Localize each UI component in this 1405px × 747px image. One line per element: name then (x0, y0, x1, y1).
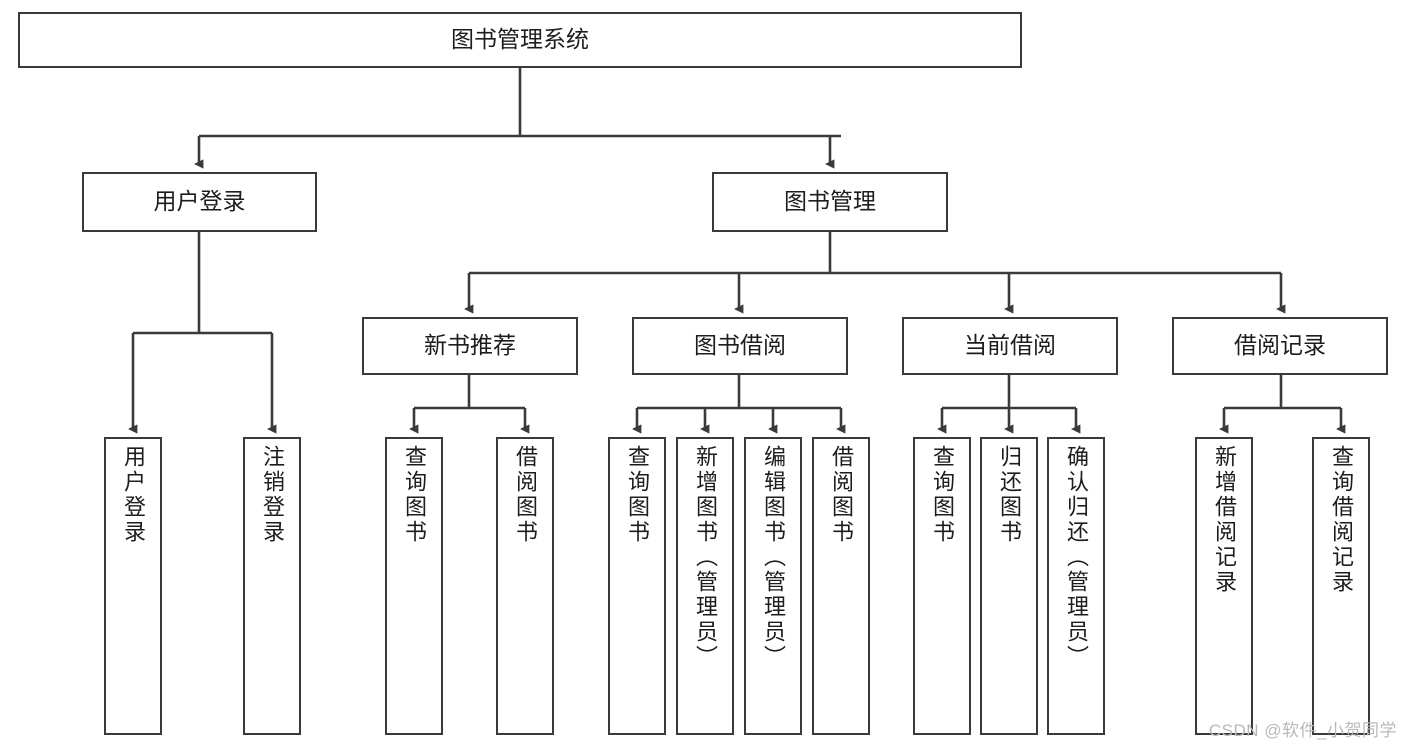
leaf-user-login-logout[interactable]: 注销登录 (243, 437, 301, 735)
node-new-book-recommend[interactable]: 新书推荐 (362, 317, 578, 375)
node-label: 确认归还（管理员） (1064, 445, 1089, 670)
leaf-book-borrow-borrow-book[interactable]: 借阅图书 (812, 437, 870, 735)
node-book-management[interactable]: 图书管理 (712, 172, 948, 232)
leaf-new-book-query-book[interactable]: 查询图书 (385, 437, 443, 735)
leaf-borrow-record-query-record[interactable]: 查询借阅记录 (1312, 437, 1370, 735)
leaf-current-borrow-query-book[interactable]: 查询图书 (913, 437, 971, 735)
node-label: 图书借阅 (694, 332, 786, 359)
node-label: 图书管理系统 (451, 26, 589, 53)
node-label: 查询图书 (625, 445, 650, 545)
node-label: 借阅图书 (829, 445, 854, 545)
node-label: 归还图书 (997, 445, 1022, 545)
node-user-login[interactable]: 用户登录 (82, 172, 317, 232)
node-borrow-record[interactable]: 借阅记录 (1172, 317, 1388, 375)
leaf-current-borrow-confirm-return-admin[interactable]: 确认归还（管理员） (1047, 437, 1105, 735)
node-label: 用户登录 (153, 188, 246, 215)
leaf-current-borrow-return-book[interactable]: 归还图书 (980, 437, 1038, 735)
node-label: 用户登录 (121, 445, 146, 545)
leaf-book-borrow-edit-book-admin[interactable]: 编辑图书（管理员） (744, 437, 802, 735)
node-label: 新书推荐 (424, 332, 516, 359)
leaf-book-borrow-add-book-admin[interactable]: 新增图书（管理员） (676, 437, 734, 735)
node-label: 图书管理 (784, 188, 876, 215)
leaf-book-borrow-query-book[interactable]: 查询图书 (608, 437, 666, 735)
node-label: 查询借阅记录 (1329, 445, 1354, 595)
node-book-borrow[interactable]: 图书借阅 (632, 317, 848, 375)
node-label: 借阅记录 (1234, 332, 1326, 359)
node-root-book-management-system[interactable]: 图书管理系统 (18, 12, 1022, 68)
node-label: 当前借阅 (964, 332, 1056, 359)
node-label: 借阅图书 (513, 445, 538, 545)
leaf-borrow-record-add-record[interactable]: 新增借阅记录 (1195, 437, 1253, 735)
node-current-borrow[interactable]: 当前借阅 (902, 317, 1118, 375)
node-label: 编辑图书（管理员） (761, 445, 786, 670)
node-label: 注销登录 (260, 445, 285, 545)
node-label: 新增图书（管理员） (693, 445, 718, 670)
leaf-user-login-login[interactable]: 用户登录 (104, 437, 162, 735)
node-label: 查询图书 (930, 445, 955, 545)
leaf-new-book-borrow-book[interactable]: 借阅图书 (496, 437, 554, 735)
node-label: 查询图书 (402, 445, 427, 545)
node-label: 新增借阅记录 (1212, 445, 1237, 595)
